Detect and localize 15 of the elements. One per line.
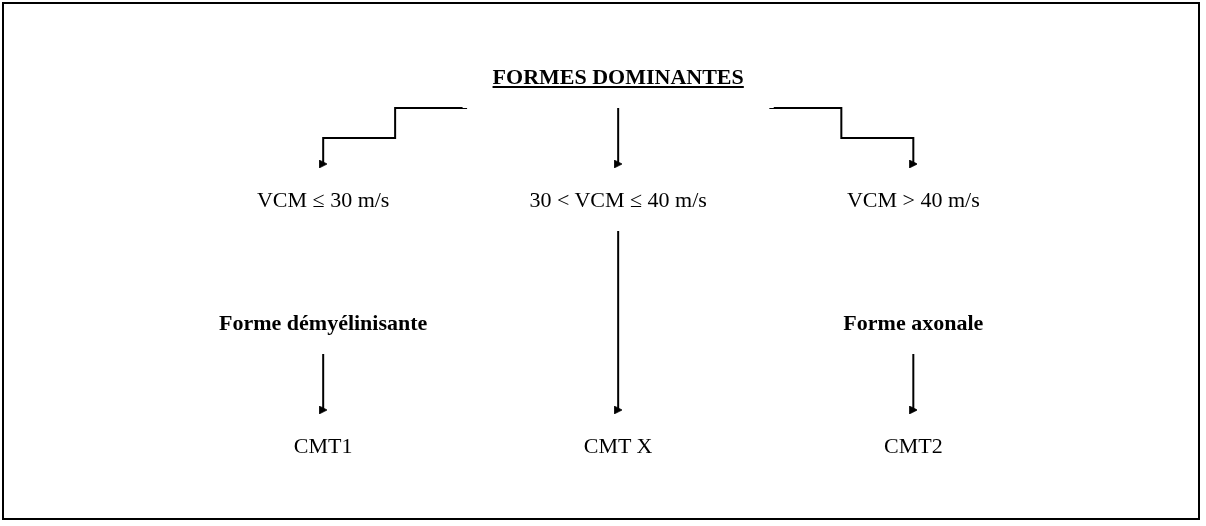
node-text: CMT X xyxy=(583,432,653,458)
diagram-frame: FORMES DOMINANTES VCM ≤ 30 m/s 30 < VCM ≤ 40 m/s VCM > 40 m/s Forme démyélinisante Forme axonale CMT1 CMT X CMT2 xyxy=(2,2,1200,520)
node-text: Forme axonale xyxy=(843,309,984,335)
arrow xyxy=(768,107,918,169)
arrow xyxy=(613,230,623,415)
node-text: VCM > 40 m/s xyxy=(846,186,980,212)
arrow xyxy=(613,107,623,169)
arrow xyxy=(318,353,328,415)
node-text: 30 < VCM ≤ 40 m/s xyxy=(529,186,707,212)
node-text: CMT1 xyxy=(293,432,353,458)
arrow xyxy=(908,353,918,415)
node-text: CMT2 xyxy=(883,432,943,458)
node-text: Forme démyélinisante xyxy=(218,309,428,335)
node-text: FORMES DOMINANTES xyxy=(492,64,744,89)
node-text: VCM ≤ 30 m/s xyxy=(256,186,390,212)
